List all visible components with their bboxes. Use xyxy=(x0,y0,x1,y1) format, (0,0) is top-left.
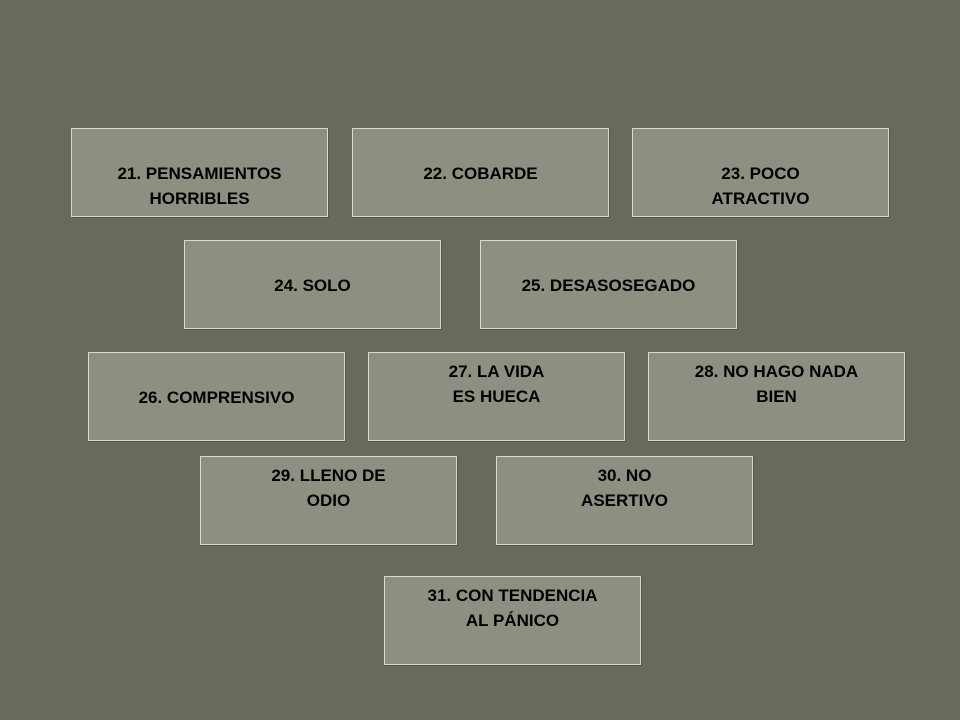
card-28-no-hago-nada-bien: 28. NO HAGO NADA BIEN xyxy=(648,352,905,441)
card-25-desasosegado: 25. DESASOSEGADO xyxy=(480,240,737,329)
card-23-poco-atractivo: 23. POCO ATRACTIVO xyxy=(632,128,889,217)
card-30-no-asertivo: 30. NO ASERTIVO xyxy=(496,456,753,545)
card-26-comprensivo: 26. COMPRENSIVO xyxy=(88,352,345,441)
card-24-solo: 24. SOLO xyxy=(184,240,441,329)
card-27-la-vida-es-hueca: 27. LA VIDA ES HUECA xyxy=(368,352,625,441)
card-22-cobarde: 22. COBARDE xyxy=(352,128,609,217)
card-29-lleno-de-odio: 29. LLENO DE ODIO xyxy=(200,456,457,545)
card-31-con-tendencia-al-panico: 31. CON TENDENCIA AL PÁNICO xyxy=(384,576,641,665)
card-21-pensamientos-horribles: 21. PENSAMIENTOS HORRIBLES xyxy=(71,128,328,217)
